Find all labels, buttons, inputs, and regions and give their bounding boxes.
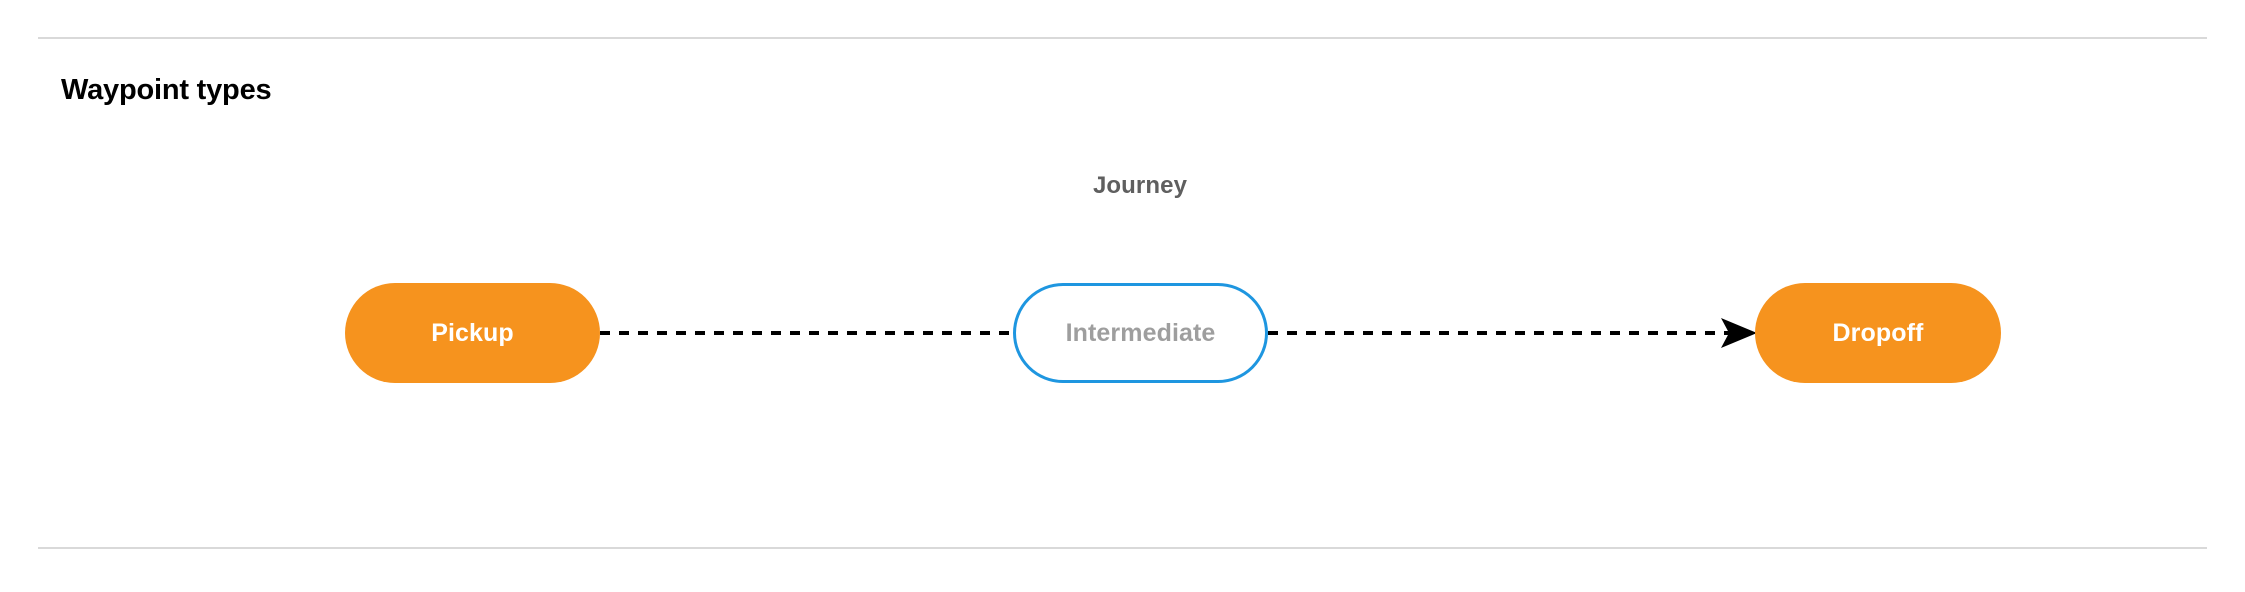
node-intermediate[interactable]: Intermediate bbox=[1013, 283, 1268, 383]
node-dropoff[interactable]: Dropoff bbox=[1755, 283, 2001, 383]
arrowhead-icon bbox=[1721, 318, 1757, 348]
section-divider-top bbox=[38, 37, 2207, 39]
node-intermediate-label: Intermediate bbox=[1065, 318, 1216, 347]
section-divider-bottom bbox=[38, 547, 2207, 549]
journey-group-label: Journey bbox=[1092, 172, 1188, 199]
node-pickup[interactable]: Pickup bbox=[345, 283, 600, 383]
page-title: Waypoint types bbox=[61, 74, 272, 106]
node-dropoff-label: Dropoff bbox=[1832, 318, 1924, 347]
node-pickup-label: Pickup bbox=[431, 318, 514, 347]
